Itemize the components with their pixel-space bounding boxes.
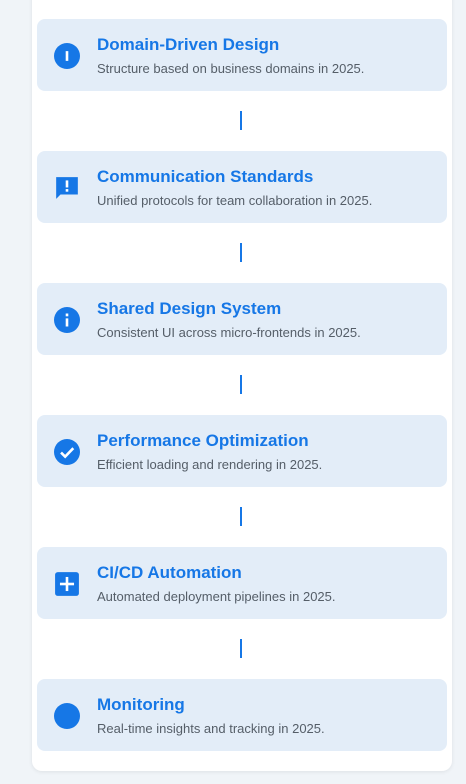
step-description: Unified protocols for team collaboration… bbox=[97, 193, 373, 208]
info-icon bbox=[54, 307, 80, 333]
info-icon bbox=[54, 43, 80, 69]
step-connector bbox=[37, 91, 447, 151]
step-description: Consistent UI across micro-frontends in … bbox=[97, 325, 361, 340]
step-title: Shared Design System bbox=[97, 299, 282, 318]
step-communication-standards: Communication Standards Unified protocol… bbox=[37, 151, 447, 223]
step-description: Efficient loading and rendering in 2025. bbox=[97, 457, 323, 472]
step-title: CI/CD Automation bbox=[97, 563, 242, 582]
step-title: Monitoring bbox=[97, 695, 185, 714]
step-title: Communication Standards bbox=[97, 167, 314, 186]
step-title: Domain-Driven Design bbox=[97, 35, 280, 54]
check-circle-icon bbox=[54, 439, 80, 465]
step-description: Structure based on business domains in 2… bbox=[97, 61, 365, 76]
timeline-panel: Domain-Driven Design Structure based on … bbox=[32, 0, 452, 771]
feedback-icon bbox=[54, 175, 80, 201]
step-description: Real-time insights and tracking in 2025. bbox=[97, 721, 325, 736]
step-performance-optimization: Performance Optimization Efficient loadi… bbox=[37, 415, 447, 487]
circle-icon bbox=[54, 703, 80, 729]
step-connector bbox=[37, 355, 447, 415]
timeline-steps: Domain-Driven Design Structure based on … bbox=[37, 19, 447, 751]
step-connector bbox=[37, 223, 447, 283]
step-domain-driven-design: Domain-Driven Design Structure based on … bbox=[37, 19, 447, 91]
step-ci-cd-automation: CI/CD Automation Automated deployment pi… bbox=[37, 547, 447, 619]
step-shared-design-system: Shared Design System Consistent UI acros… bbox=[37, 283, 447, 355]
step-description: Automated deployment pipelines in 2025. bbox=[97, 589, 336, 604]
step-connector bbox=[37, 487, 447, 547]
plus-box-icon bbox=[54, 571, 80, 597]
step-title: Performance Optimization bbox=[97, 431, 309, 450]
step-connector bbox=[37, 619, 447, 679]
step-monitoring: Monitoring Real-time insights and tracki… bbox=[37, 679, 447, 751]
